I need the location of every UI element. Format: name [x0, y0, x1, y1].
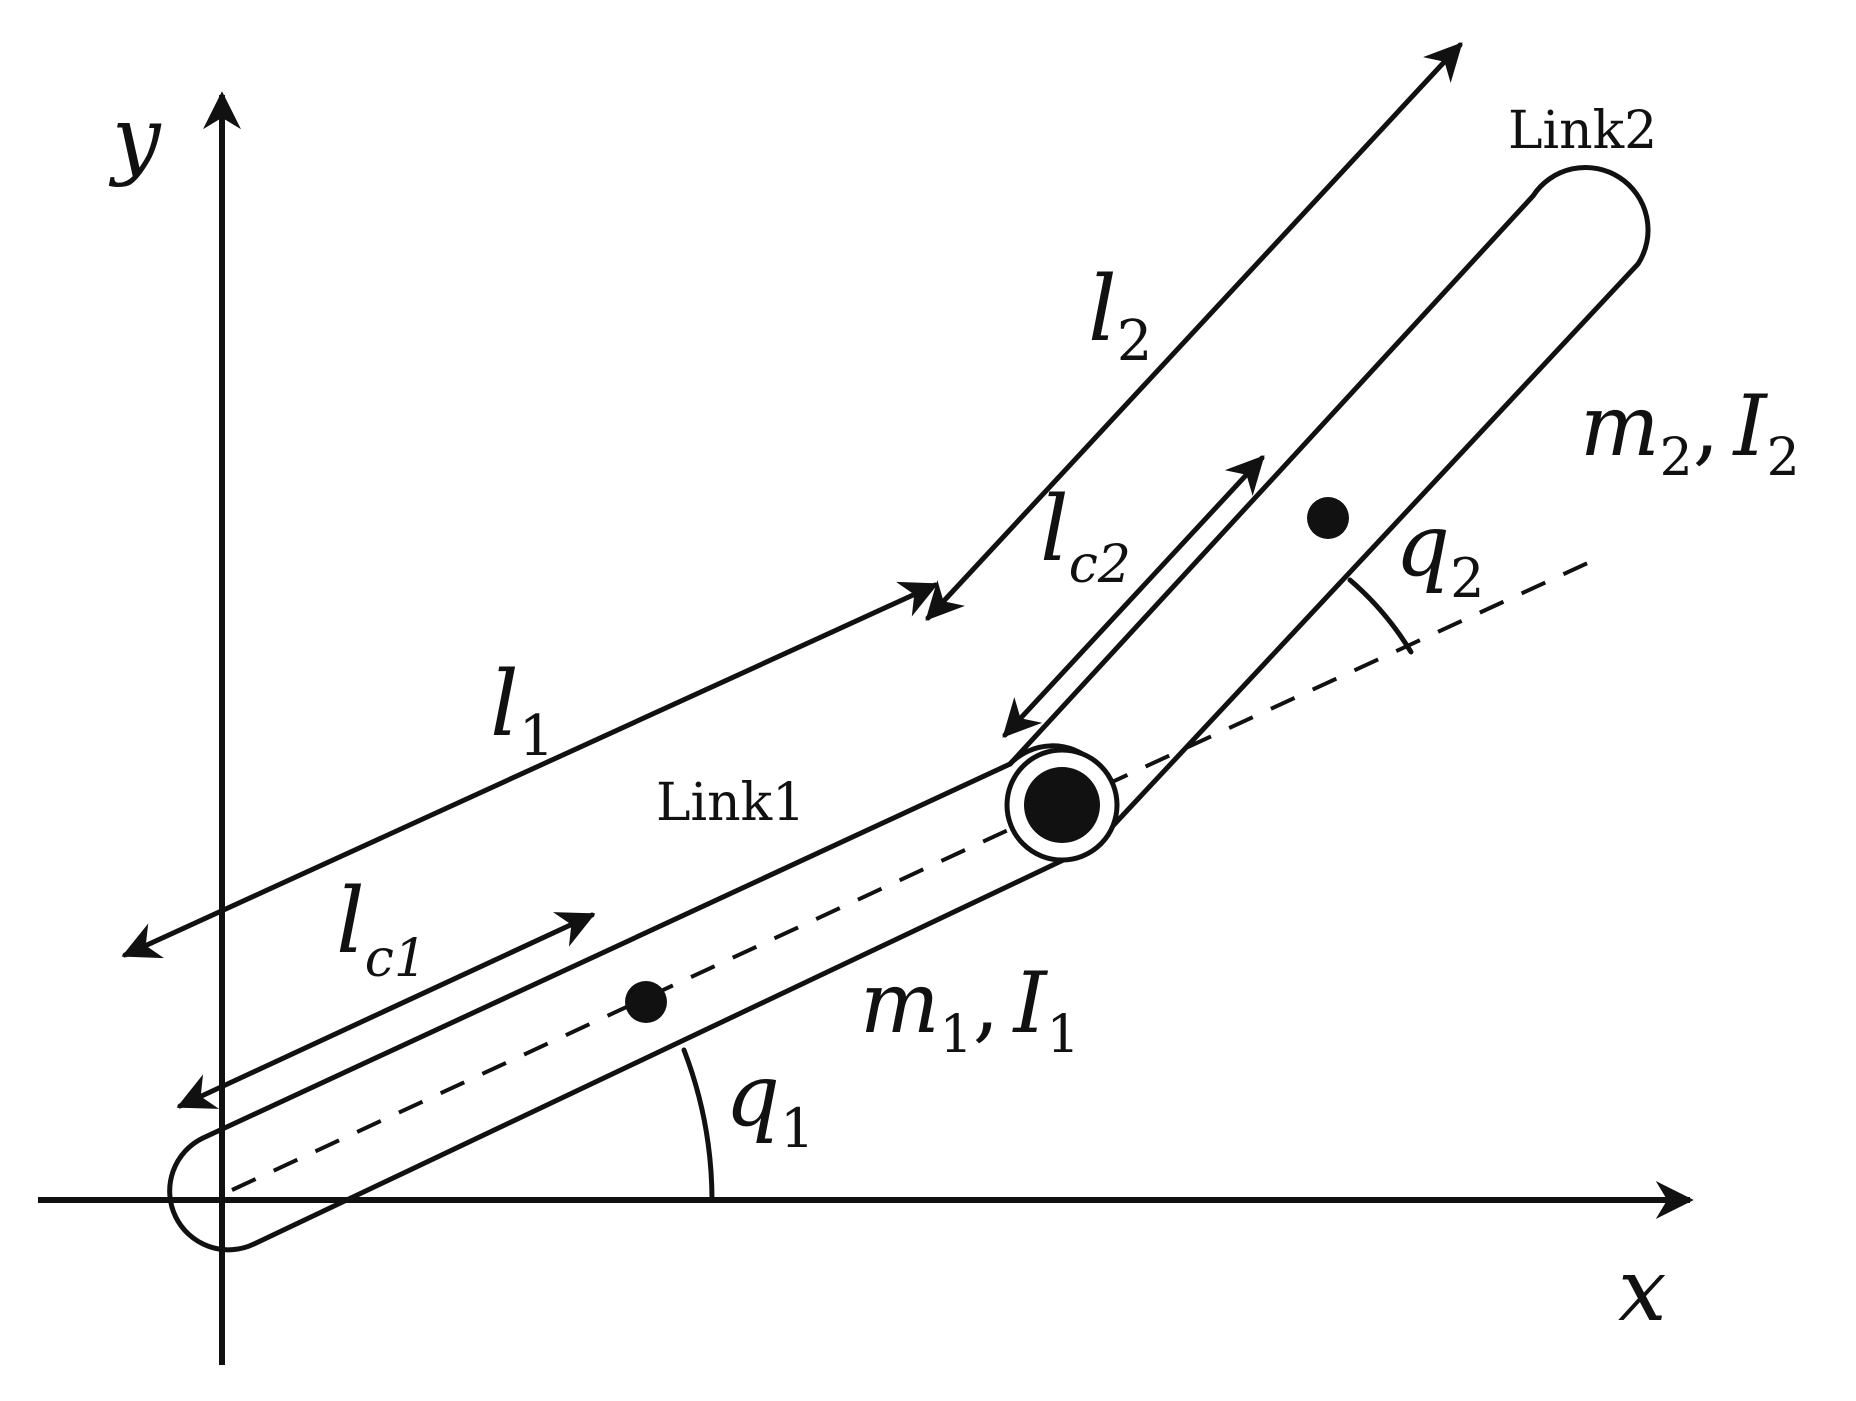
lc2-dimension-arrow [1002, 455, 1265, 738]
link1-mass-inertia-label: m1,I1 [860, 954, 1080, 1065]
lc2-label: lc2 [1040, 477, 1131, 595]
link2-center-of-mass [1307, 497, 1349, 539]
l2-label: l2 [1088, 257, 1152, 374]
link1-name-label: Link1 [656, 773, 805, 833]
link1-center-of-mass [625, 981, 667, 1023]
lc1-label: lc1 [336, 869, 427, 989]
joint2-inner [1024, 767, 1100, 843]
link1-extension-line [1061, 553, 1606, 807]
y-axis-label: y [108, 89, 162, 189]
link1-centerline [231, 803, 1063, 1192]
q2-label: q2 [1395, 496, 1484, 610]
q1-angle-arc [681, 1047, 715, 1203]
lc1-dimension-arrow [176, 912, 596, 1109]
l1-label: l1 [490, 652, 554, 769]
q1-label: q1 [725, 1046, 814, 1160]
q2-angle-arc [1347, 577, 1414, 655]
link2-body [1007, 165, 1651, 848]
l1-dimension-arrow [121, 581, 939, 959]
link2-name-label: Link2 [1508, 101, 1657, 161]
link2-mass-inertia-label: m2,I2 [1580, 377, 1800, 488]
x-axis-label: x [1618, 1241, 1667, 1341]
